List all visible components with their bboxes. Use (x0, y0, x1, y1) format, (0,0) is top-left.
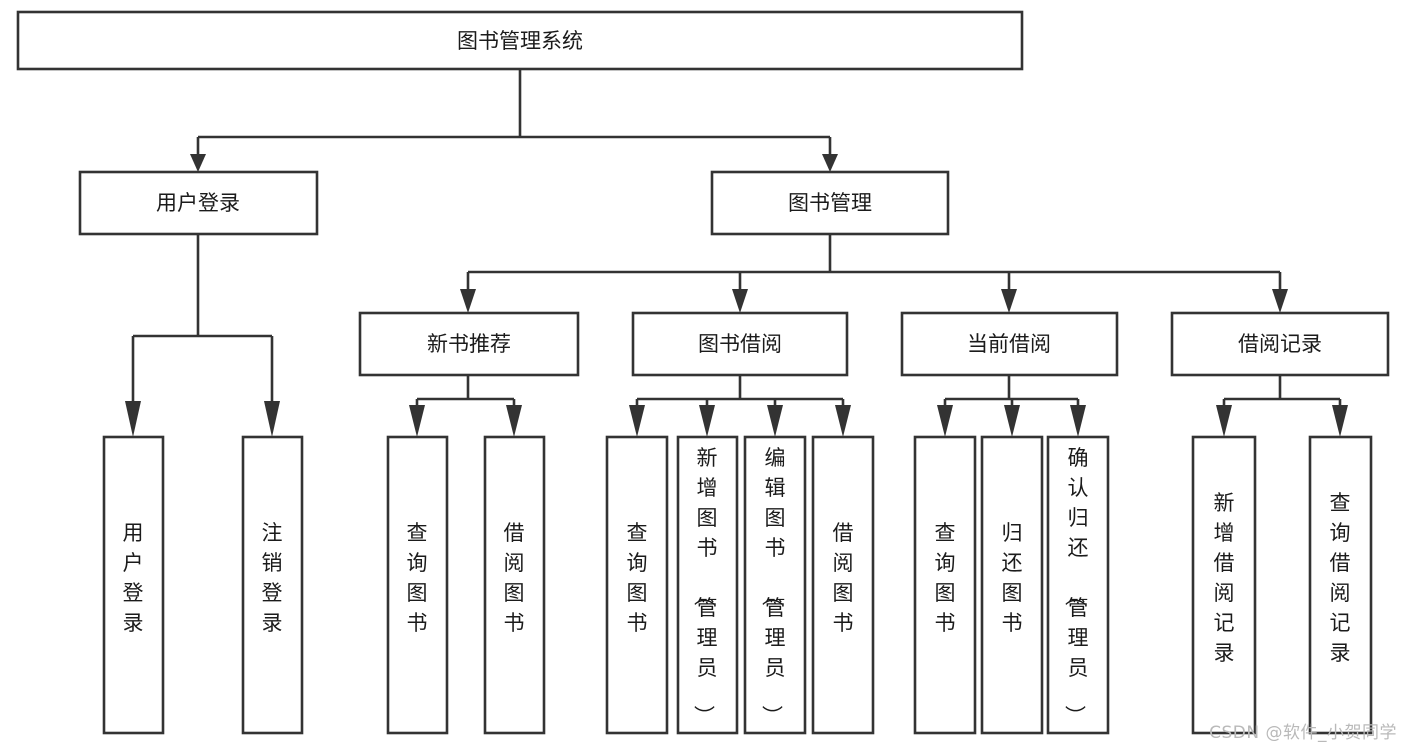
node-root-label: 图书管理系统 (457, 29, 583, 53)
node-borrow-record[interactable]: 借阅记录 (1170, 311, 1390, 377)
node-book-borrow-box[interactable] (631, 311, 849, 377)
node-leaf-query-book-2-box[interactable] (605, 435, 669, 735)
node-borrow-record-label: 借阅记录 (1238, 332, 1322, 356)
node-leaf-edit-book[interactable]: 编辑图书（管理员） (743, 435, 807, 735)
node-leaf-add-book-label: 新增图书（管理员） (692, 446, 718, 726)
node-user-login-label: 用户登录 (156, 191, 240, 215)
arrow-to-book-borrow (732, 289, 748, 313)
node-leaf-borrow-book-1[interactable]: 借阅图书 (483, 435, 546, 735)
node-user-login-box[interactable] (78, 170, 319, 236)
node-leaf-confirm-return[interactable]: 确认归还（管理员） (1046, 435, 1110, 735)
node-book-manage[interactable]: 图书管理 (710, 170, 950, 236)
node-leaf-query-record-label: 查询借阅记录 (1330, 491, 1351, 665)
node-leaf-edit-book-label: 编辑图书（管理员） (760, 446, 786, 726)
arrow-to-borrow-record (1272, 289, 1288, 313)
node-leaf-add-record[interactable]: 新增借阅记录 (1191, 435, 1257, 735)
node-root[interactable]: 图书管理系统 (16, 10, 1024, 71)
arrow-to-leaf-edit-book (767, 405, 783, 437)
node-leaf-borrow-book-2-label: 借阅图书 (833, 521, 854, 635)
arrow-to-leaf-return-book (1004, 405, 1020, 437)
node-leaf-borrow-book-1-label: 借阅图书 (504, 521, 525, 635)
node-leaf-confirm-return-box[interactable] (1046, 435, 1110, 735)
node-book-borrow-label: 图书借阅 (698, 332, 782, 356)
node-leaf-add-book-box[interactable] (676, 435, 739, 735)
node-user-login[interactable]: 用户登录 (78, 170, 319, 236)
node-leaf-query-book-1-box[interactable] (386, 435, 449, 735)
node-leaf-query-book-2-label: 查询图书 (627, 521, 648, 635)
node-current-borrow[interactable]: 当前借阅 (900, 311, 1119, 377)
arrow-to-leaf-borrow-book-2 (835, 405, 851, 437)
node-new-book-rec-label: 新书推荐 (427, 332, 511, 356)
arrow-to-leaf-borrow-book-1 (506, 405, 522, 437)
arrow-to-leaf-add-book (699, 405, 715, 437)
node-leaf-return-book-label: 归还图书 (1002, 521, 1023, 635)
node-new-book-rec[interactable]: 新书推荐 (358, 311, 580, 377)
node-leaf-logout-box[interactable] (241, 435, 304, 735)
edges-group (125, 69, 1348, 437)
arrow-to-new-book-rec (460, 289, 476, 313)
node-leaf-query-book-3[interactable]: 查询图书 (913, 435, 977, 735)
arrow-to-user-login (190, 154, 206, 172)
node-leaf-query-book-1[interactable]: 查询图书 (386, 435, 449, 735)
node-leaf-return-book[interactable]: 归还图书 (980, 435, 1044, 735)
node-current-borrow-box[interactable] (900, 311, 1119, 377)
node-book-borrow[interactable]: 图书借阅 (631, 311, 849, 377)
node-leaf-edit-book-box[interactable] (743, 435, 807, 735)
arrow-to-book-manage (822, 154, 838, 172)
node-leaf-user-login-box[interactable] (102, 435, 165, 735)
arrow-to-leaf-query-book-2 (629, 405, 645, 437)
arrow-to-leaf-add-record (1216, 405, 1232, 437)
node-leaf-user-login[interactable]: 用户登录 (102, 435, 165, 735)
node-leaf-query-book-3-box[interactable] (913, 435, 977, 735)
node-book-manage-box[interactable] (710, 170, 950, 236)
node-book-manage-label: 图书管理 (788, 191, 872, 215)
node-leaf-borrow-book-1-box[interactable] (483, 435, 546, 735)
node-leaf-confirm-return-label: 确认归还（管理员） (1063, 446, 1089, 726)
arrow-to-leaf-user-login (125, 401, 141, 437)
node-leaf-query-book-2[interactable]: 查询图书 (605, 435, 669, 735)
node-leaf-add-book[interactable]: 新增图书（管理员） (676, 435, 739, 735)
arrow-to-current-borrow (1001, 289, 1017, 313)
node-leaf-query-book-3-label: 查询图书 (935, 521, 956, 635)
node-root-box[interactable] (16, 10, 1024, 71)
arrow-to-leaf-query-record (1332, 405, 1348, 437)
node-leaf-query-record[interactable]: 查询借阅记录 (1308, 435, 1373, 735)
node-leaf-query-record-box[interactable] (1308, 435, 1373, 735)
node-leaf-add-record-box[interactable] (1191, 435, 1257, 735)
node-leaf-borrow-book-2-box[interactable] (811, 435, 875, 735)
arrow-to-leaf-confirm-return (1070, 405, 1086, 437)
node-leaf-user-login-label: 用户登录 (123, 521, 144, 635)
node-leaf-add-record-label: 新增借阅记录 (1214, 491, 1235, 665)
node-leaf-logout[interactable]: 注销登录 (241, 435, 304, 735)
node-leaf-query-book-1-label: 查询图书 (407, 521, 428, 635)
node-leaf-logout-label: 注销登录 (262, 521, 283, 635)
arrow-to-leaf-logout (264, 401, 280, 437)
node-current-borrow-label: 当前借阅 (967, 332, 1051, 356)
node-new-book-rec-box[interactable] (358, 311, 580, 377)
arrow-to-leaf-query-book-1 (409, 405, 425, 437)
arrow-to-leaf-query-book-3 (937, 405, 953, 437)
node-leaf-return-book-box[interactable] (980, 435, 1044, 735)
node-leaf-borrow-book-2[interactable]: 借阅图书 (811, 435, 875, 735)
node-borrow-record-box[interactable] (1170, 311, 1390, 377)
